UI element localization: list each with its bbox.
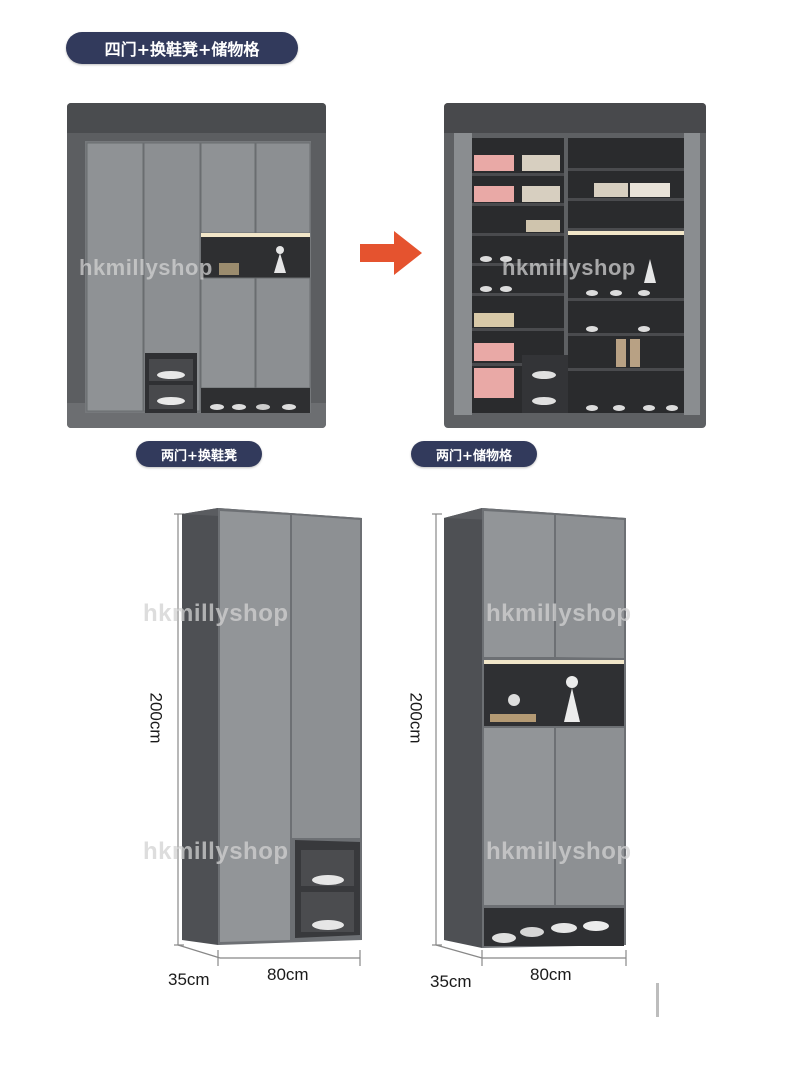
- right-cabinet-diagram: [432, 508, 627, 966]
- depth-dimension-label: 35cm: [168, 970, 210, 989]
- height-dimension-label: 200cm: [146, 692, 166, 744]
- height-dimension-label: 200cm: [406, 692, 426, 744]
- watermark: hkmillyshop: [486, 838, 632, 865]
- page-title: 四门+换鞋凳+储物格: [66, 32, 298, 64]
- left-cabinet-diagram: [174, 508, 362, 966]
- depth-dimension-label: 35cm: [430, 972, 472, 991]
- watermark: hkmillyshop: [143, 838, 289, 865]
- watermark: hkmillyshop: [502, 255, 636, 280]
- label-two-doors-storage: 两门+储物格: [411, 441, 537, 467]
- width-dimension-label: 80cm: [267, 965, 309, 984]
- divider: [656, 983, 659, 1017]
- watermark: hkmillyshop: [486, 600, 632, 627]
- watermark: hkmillyshop: [143, 600, 289, 627]
- label-two-doors-bench: 两门+换鞋凳: [136, 441, 262, 467]
- closed-cabinet-photo: hkmillyshop: [67, 103, 326, 428]
- right-arrow-icon: [360, 231, 422, 275]
- open-cabinet-photo: hkmillyshop: [444, 103, 706, 428]
- width-dimension-label: 80cm: [530, 965, 572, 984]
- watermark: hkmillyshop: [79, 255, 213, 280]
